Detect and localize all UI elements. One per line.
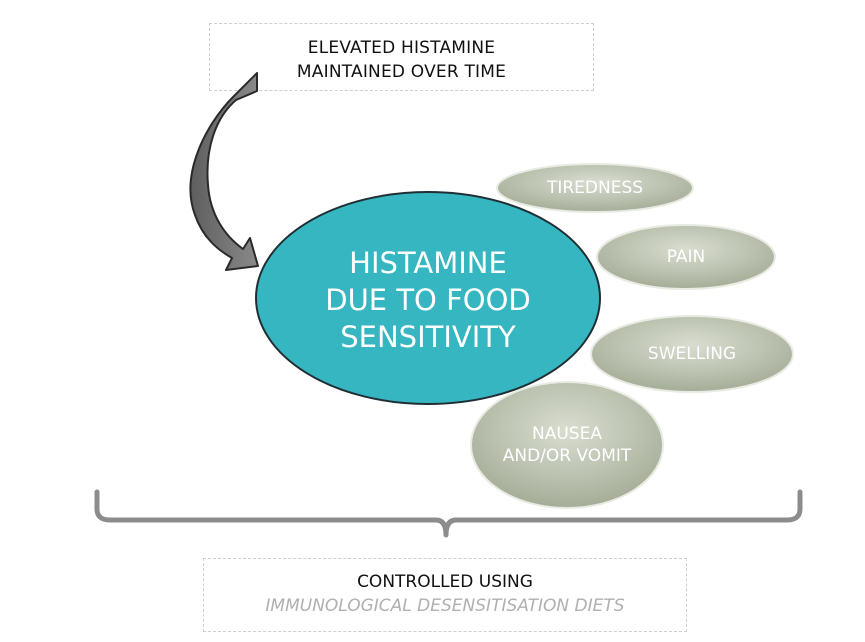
histamine-ellipse: [255, 191, 601, 405]
center-label: HISTAMINE DUE TO FOOD SENSITIVITY: [258, 245, 598, 356]
nausea-label: NAUSEA AND/OR VOMIT: [471, 423, 663, 467]
pain-label: PAIN: [666, 247, 706, 267]
nausea-line1: NAUSEA: [532, 424, 602, 444]
tiredness-label: TIREDNESS: [546, 178, 644, 198]
pill-tiredness: [496, 163, 694, 213]
nausea-line2: AND/OR VOMIT: [502, 446, 632, 466]
pill-swelling: [590, 315, 794, 393]
top-label-line2: MAINTAINED OVER TIME: [296, 62, 507, 82]
pill-pain: [596, 224, 776, 290]
center-line2: DUE TO FOOD: [325, 283, 531, 317]
center-line1: HISTAMINE: [349, 246, 507, 280]
bottom-label-line2: IMMUNOLOGICAL DESENSITISATION DIETS: [265, 596, 625, 616]
center-line3: SENSITIVITY: [340, 320, 516, 354]
bottom-label-box: CONTROLLED USING IMMUNOLOGICAL DESENSITI…: [203, 558, 687, 632]
curved-arrow-icon: [189, 72, 259, 271]
pill-nausea: [470, 381, 664, 509]
top-label-box: ELEVATED HISTAMINE MAINTAINED OVER TIME: [209, 23, 594, 91]
bracket-icon: [94, 489, 803, 538]
swelling-label: SWELLING: [647, 344, 737, 364]
bottom-label-line1: CONTROLLED USING: [357, 572, 533, 592]
top-label-line1: ELEVATED HISTAMINE: [307, 38, 496, 58]
